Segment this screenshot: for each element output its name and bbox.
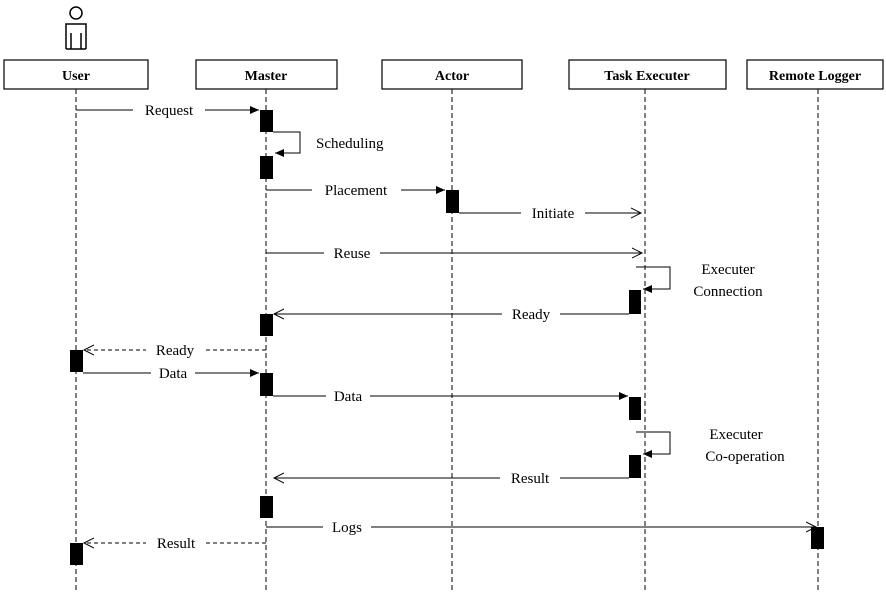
message-scheduling-label: Scheduling bbox=[316, 136, 384, 152]
activation-master-2 bbox=[260, 156, 273, 179]
participant-task-executer: Task Executer bbox=[568, 59, 727, 90]
message-result-to-master: Result bbox=[274, 469, 629, 487]
message-executer-cooperation-label-1: Executer bbox=[709, 427, 762, 443]
activation-master-5 bbox=[260, 496, 273, 518]
message-executer-cooperation-label-2: Co-operation bbox=[705, 449, 785, 465]
activation-user-1 bbox=[70, 350, 83, 372]
message-request: Request bbox=[76, 101, 259, 119]
activation-executer-3 bbox=[629, 455, 641, 478]
message-request-label: Request bbox=[145, 103, 194, 119]
message-data-to-executer-label: Data bbox=[334, 389, 363, 405]
participant-actor: Actor bbox=[381, 59, 523, 90]
activation-executer-2 bbox=[629, 397, 641, 420]
message-executer-connection: Executer Connection bbox=[636, 262, 763, 300]
activation-executer-1 bbox=[629, 290, 641, 314]
user-actor-icon bbox=[65, 6, 87, 50]
message-ready-to-master-label: Ready bbox=[512, 307, 551, 323]
message-data-to-master: Data bbox=[83, 364, 259, 382]
message-result-to-user-label: Result bbox=[157, 536, 196, 552]
message-logs: Logs bbox=[266, 518, 816, 536]
participant-master-label: Master bbox=[245, 69, 288, 84]
participant-actor-label: Actor bbox=[435, 69, 469, 84]
participant-remote-logger-label: Remote Logger bbox=[769, 69, 861, 84]
message-reuse-label: Reuse bbox=[334, 246, 371, 262]
message-ready-to-master: Ready bbox=[274, 305, 629, 323]
message-placement: Placement bbox=[266, 181, 445, 199]
message-initiate-label: Initiate bbox=[532, 206, 575, 222]
message-result-to-user: Result bbox=[84, 534, 266, 552]
message-initiate: Initiate bbox=[459, 204, 641, 222]
message-executer-connection-label-1: Executer bbox=[701, 262, 754, 278]
message-executer-connection-label-2: Connection bbox=[693, 284, 763, 300]
activation-master-3 bbox=[260, 314, 273, 336]
activation-logger-1 bbox=[811, 527, 824, 549]
participant-user-label: User bbox=[62, 69, 90, 84]
message-scheduling: Scheduling bbox=[273, 131, 384, 157]
message-result-to-master-label: Result bbox=[511, 471, 550, 487]
message-data-to-master-label: Data bbox=[159, 366, 188, 382]
message-ready-to-user: Ready bbox=[84, 341, 266, 359]
participant-master: Master bbox=[195, 59, 338, 90]
activation-user-2 bbox=[70, 543, 83, 565]
message-reuse: Reuse bbox=[266, 244, 642, 262]
message-ready-to-user-label: Ready bbox=[156, 343, 195, 359]
message-logs-label: Logs bbox=[332, 520, 362, 536]
activation-master-4 bbox=[260, 373, 273, 396]
message-executer-cooperation: Executer Co-operation bbox=[636, 427, 785, 465]
message-placement-label: Placement bbox=[325, 183, 388, 199]
participant-remote-logger: Remote Logger bbox=[746, 59, 884, 90]
participant-user: User bbox=[3, 59, 149, 90]
participant-task-executer-label: Task Executer bbox=[604, 69, 689, 84]
activation-actor-1 bbox=[446, 190, 459, 213]
activation-master-1 bbox=[260, 110, 273, 132]
message-data-to-executer: Data bbox=[273, 387, 628, 405]
